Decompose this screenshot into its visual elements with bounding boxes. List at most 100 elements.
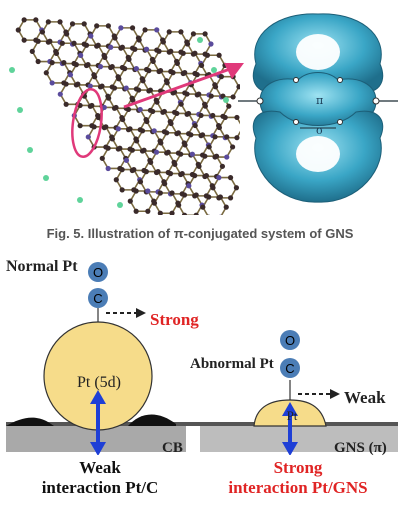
carbon-atom [196,91,202,97]
carbon-atom [185,110,192,117]
carbon-atom [184,41,191,47]
carbon-atom [139,128,146,134]
carbon-atom [156,48,162,54]
hexagon-ring [212,176,238,199]
carbon-atom [144,118,150,125]
carbon-atom [112,35,118,41]
hexagon-ring [198,155,224,178]
carbon-atom [142,27,148,33]
sigma-label: σ [316,124,324,137]
hexagon-ring [218,116,240,139]
carbon-atom [102,54,108,60]
carbon-atom [157,210,163,215]
carbon-atom [88,33,94,39]
carbon-atom [63,101,69,107]
weak-bond-label: Weak [344,388,386,407]
carbon-atom [164,130,170,136]
carbon-atom [35,38,41,44]
gns-support [200,426,398,452]
carbon-atom [184,91,190,97]
hexagon-ring [135,130,161,152]
carbon-atom [162,181,168,187]
hexagon-ring [55,42,81,65]
carbon-atom [125,106,132,113]
carbon-atom [21,37,27,43]
graphene-lattice [9,17,240,215]
carbon-atom [118,25,124,31]
svg-text:C: C [285,361,294,376]
carbon-atom [234,135,240,141]
carbon-atom [113,104,119,111]
carbon-atom [157,190,163,196]
carbon-atom [143,169,149,175]
carbon-atom [210,112,216,119]
carbon-atom [43,70,49,76]
hexagon-ring [69,63,95,86]
carbon-atom [116,76,122,82]
carbon-atom [230,94,236,100]
lattice-bonds [17,19,240,215]
carbon-atom [64,31,70,37]
carbon-atom [127,198,133,204]
carbon-atom [105,165,111,172]
carbon-atom [153,149,160,155]
carbon-atom [175,130,181,136]
carbon-atom [172,161,178,167]
carbon-atom [233,185,240,191]
carbon-atom [103,124,109,130]
carbon-atom [61,60,67,66]
carbon-atom [21,17,27,23]
hexagon-ring [125,149,151,172]
carbon-atom [224,134,230,140]
carbon-atom [136,37,142,43]
carbon-atom [85,134,91,140]
carbon-atom [182,70,188,76]
strong-bond-label: Strong [150,310,199,329]
carbon-atom [148,159,154,165]
carbon-atom [186,183,192,189]
carbon-atom [212,84,219,90]
carbon-atom [143,46,150,52]
carbon-atom [180,50,186,56]
hexagon-ring [162,31,188,53]
carbon-atom [137,106,143,113]
carbon-atom [206,144,212,150]
hexagon-ring [186,33,212,55]
hexagon-ring [208,136,234,158]
carbon-atom [69,21,76,27]
carbon-atom [145,188,151,194]
pt-5d-label: Pt (5d) [77,374,121,391]
hydrogen-atom [77,197,83,203]
hexagon-ring [89,25,116,47]
svg-text:C: C [93,291,102,306]
lattice-atoms [9,17,240,215]
carbon-atom [99,155,105,161]
weak-interaction-line2: interaction Pt/C [41,478,159,497]
carbon-atom [158,140,164,146]
highlight-ellipse [71,88,103,158]
carbon-atom [122,66,128,72]
carbon-atom [154,27,160,33]
carbon-atom [115,126,121,132]
hydrogen-atom [27,147,33,153]
carbon-atom [127,126,133,132]
carbon-atom [227,175,234,181]
hydrogen-atom [117,202,123,208]
carbon-atom [119,167,125,173]
carbon-atom [176,202,182,208]
carbon-atom [220,93,226,99]
carbon-atom [192,173,198,179]
carbon-atom [132,46,138,52]
hexagon-ring [45,61,71,84]
carbon-atom [219,163,226,169]
carbon-atom [182,142,188,148]
carbon-atom [226,103,232,109]
hydrogen-atom [197,37,203,43]
hexagon-ring [153,192,179,215]
co-o-atom-right [280,330,300,350]
carbon-atom [216,52,222,58]
carbon-atom [164,80,170,86]
carbon-atom [133,66,139,72]
carbon-atom [105,23,111,29]
carbon-atom [169,190,175,196]
